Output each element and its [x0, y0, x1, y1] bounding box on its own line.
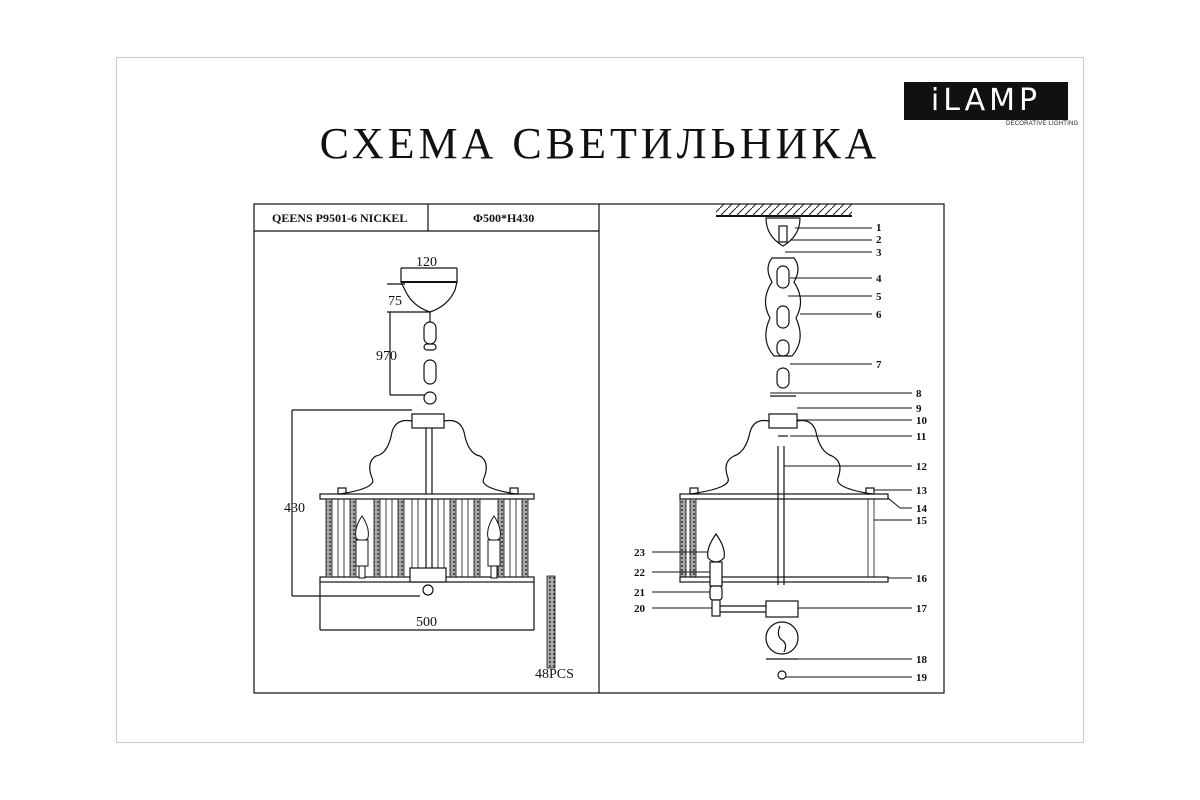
callout-10: 10: [916, 415, 928, 427]
callout-18: 18: [916, 654, 928, 666]
right-exploded-view: [679, 204, 889, 680]
callout-5: 5: [876, 291, 882, 303]
callout-21: 21: [634, 587, 645, 599]
callout-11: 11: [916, 431, 926, 443]
left-fixture-view: [291, 267, 535, 631]
model-size: Φ500*H430: [473, 211, 535, 225]
crystal-rods: [325, 498, 529, 578]
candle-bulbs: [355, 515, 501, 579]
callout-19: 19: [916, 672, 928, 684]
callout-4: 4: [876, 273, 882, 285]
ilamp-logo: iLAMP: [904, 82, 1068, 120]
dim-height: 430: [284, 501, 305, 516]
callout-12: 12: [916, 461, 928, 473]
callout-8: 8: [916, 388, 922, 400]
crystal-rod-sample: [546, 575, 556, 669]
callout-16: 16: [916, 573, 928, 585]
callout-9: 9: [916, 403, 922, 415]
crystal-count: 48PCS: [535, 667, 574, 682]
callout-6: 6: [876, 309, 882, 321]
callout-7: 7: [876, 359, 882, 371]
page-title: СХЕМА СВЕТИЛЬНИКА: [319, 119, 881, 168]
callout-1: 1: [876, 222, 882, 234]
dim-canopy-width: 120: [416, 255, 437, 270]
callout-2: 2: [876, 234, 882, 246]
dim-chain-length: 970: [376, 349, 397, 364]
dim-width: 500: [416, 615, 437, 630]
callout-14: 14: [916, 503, 928, 515]
drawing-frame: [253, 203, 945, 694]
callout-3: 3: [876, 247, 882, 259]
callout-numbers-right: 1 2 3 4 5 6 7 8 9 10 11 12 13 14 15 16 1…: [876, 222, 928, 684]
callout-17: 17: [916, 603, 928, 615]
callout-15: 15: [916, 515, 928, 527]
callout-22: 22: [634, 567, 646, 579]
dim-canopy-height: 75: [388, 294, 402, 309]
model-name: QEENS P9501-6 NICKEL: [272, 211, 408, 225]
callout-20: 20: [634, 603, 646, 615]
drawing-sheet: [116, 57, 1084, 743]
callout-13: 13: [916, 485, 928, 497]
logo-text: iLAMP: [930, 83, 1042, 118]
callout-23: 23: [634, 547, 646, 559]
callout-numbers-left: 23 22 21 20: [634, 547, 646, 615]
callout-leaders: [652, 227, 912, 678]
logo-tagline: DECORATIVE LIGHTING: [1006, 121, 1079, 127]
